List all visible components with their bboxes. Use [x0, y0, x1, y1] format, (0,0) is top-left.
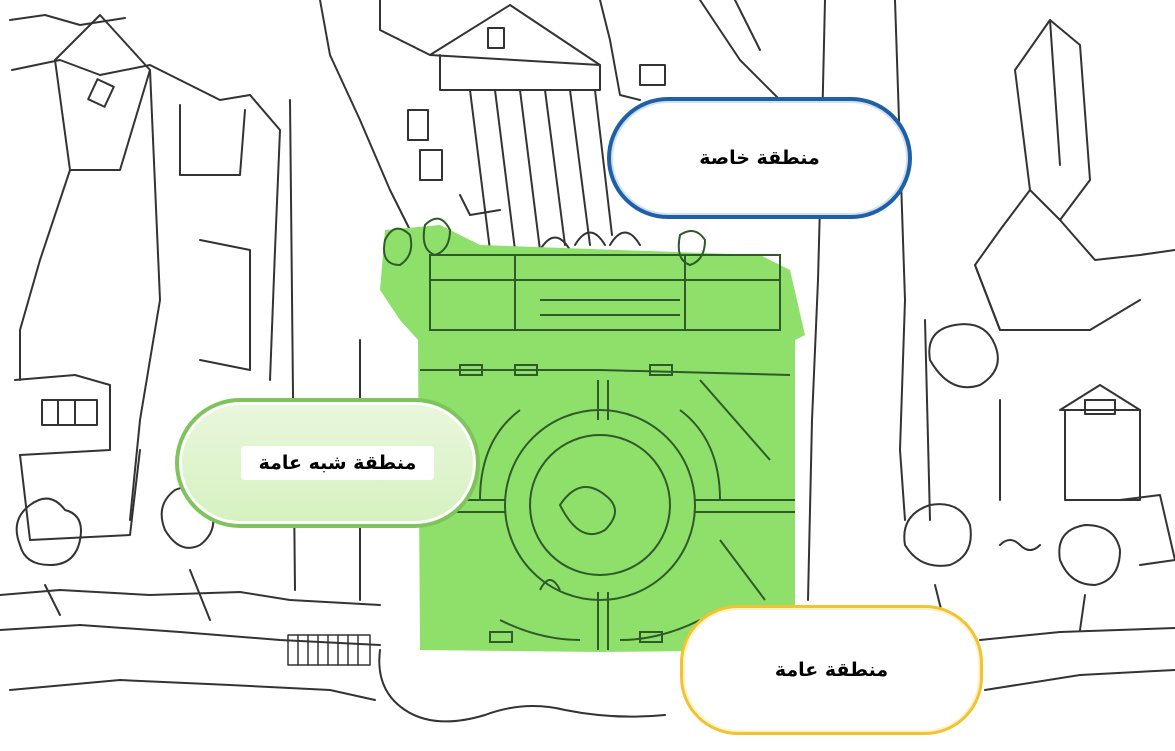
private-zone-label: منطقة خاصة [607, 97, 912, 219]
right-buildings [925, 20, 1175, 565]
left-buildings [0, 15, 380, 700]
public-zone-text: منطقة عامة [775, 659, 888, 681]
private-zone-text: منطقة خاصة [699, 147, 820, 169]
left-trees [17, 487, 214, 620]
right-trees [904, 324, 1120, 630]
semi-public-zone-text: منطقة شبه عامة [241, 446, 435, 480]
semi-public-zone-label: منطقة شبه عامة [175, 398, 480, 528]
crosswalk [288, 635, 370, 665]
public-zone-label: منطقة عامة [680, 605, 983, 735]
